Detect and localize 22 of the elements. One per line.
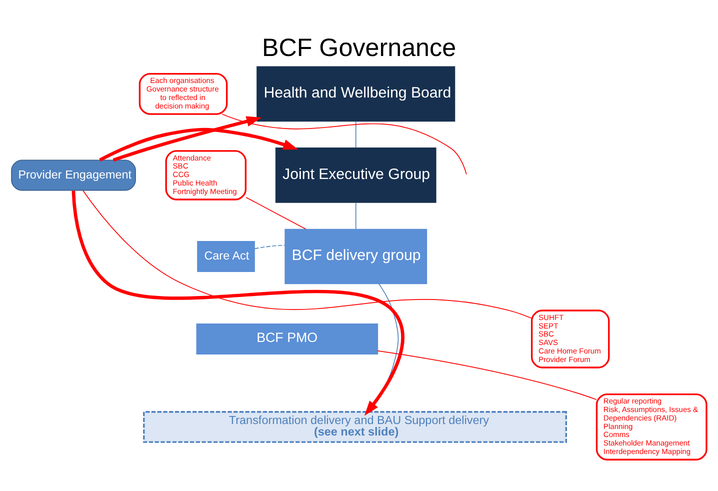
connector (377, 350, 597, 400)
connector (254, 244, 286, 249)
connector (82, 189, 532, 318)
connector (246, 196, 306, 230)
diagram-title: BCF Governance (262, 33, 456, 62)
node-box: SUHFT SEPT SBC SAVS Care Home Forum Provider Forum (530, 309, 610, 368)
arrow (72, 190, 404, 416)
node-box: Provider Engagement (11, 159, 136, 190)
node-box: Health and Wellbeing Board (256, 66, 456, 122)
node-box: Transformation delivery and BAU Support delivery (see next slide) (143, 410, 567, 442)
node-box: Regular reporting Risk, Assumptions, Issues & Dependencies (RAID) Planning Comms Stakeholder Management Interdependency Mapping (596, 392, 708, 460)
node-box: Joint Executive Group (275, 147, 436, 202)
arrow (99, 127, 298, 161)
node-box: BCF PMO (196, 323, 378, 354)
node-box: BCF delivery group (284, 228, 428, 284)
connector (355, 120, 356, 148)
arrow (112, 116, 262, 162)
connector (222, 113, 467, 174)
connector (355, 202, 356, 229)
node-box: Care Act (197, 240, 255, 272)
node-box: Attendance SBC CCG Public Health Fortnightly Meeting (165, 150, 247, 200)
node-box: Each organisations Governance structure to reflected in decision making (138, 72, 228, 114)
